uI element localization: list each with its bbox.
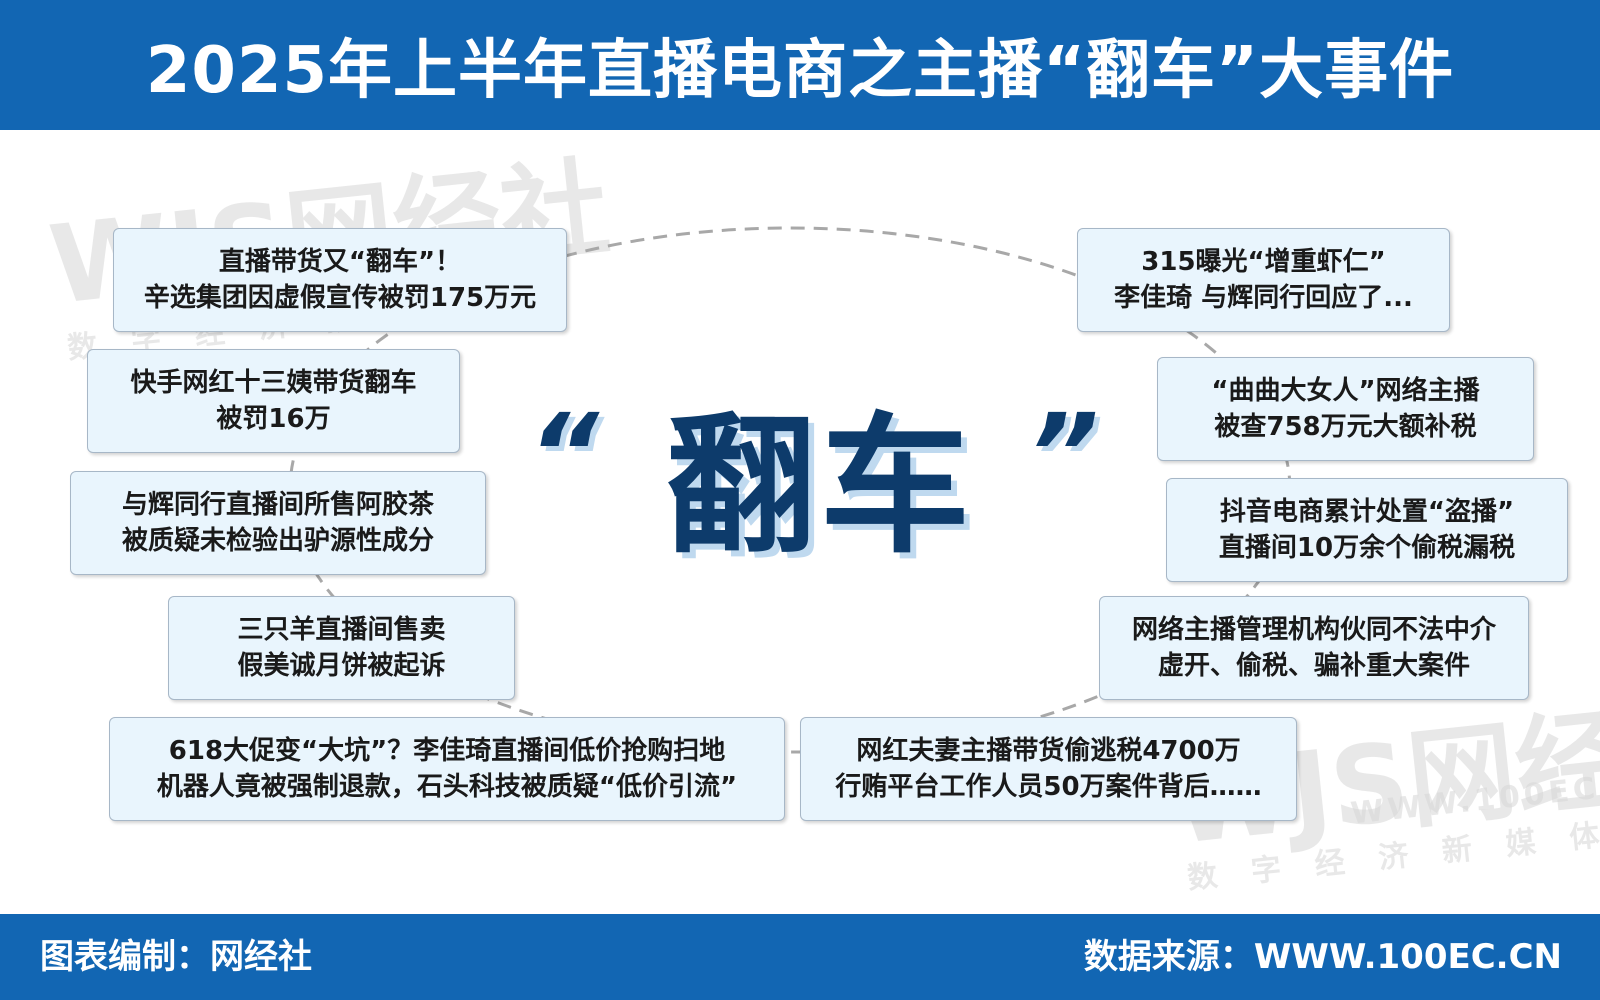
event-line: 618大促变“大坑”？李佳琦直播间低价抢购扫地 [168, 736, 726, 766]
event-line: 行贿平台工作人员50万案件背后…… [835, 772, 1262, 802]
open-quote-mark: “ [528, 390, 599, 518]
data-source: 数据来源：WWW.100EC.CN [1083, 937, 1562, 977]
event-box-couple-tax: 网红夫妻主播带货偷逃税4700万 行贿平台工作人员50万案件背后…… [800, 717, 1297, 821]
event-box-douyin-piracy: 抖音电商累计处置“盗播” 直播间10万余个偷税漏税 [1166, 478, 1568, 582]
event-box-618-roborock: 618大促变“大坑”？李佳琦直播间低价抢购扫地 机器人竟被强制退款，石头科技被质… [109, 717, 785, 821]
center-keyword: 翻车 [665, 399, 974, 574]
event-line: 被质疑未检验出驴源性成分 [121, 526, 434, 556]
event-box-mcn-tax: 网络主播管理机构伙同不法中介 虚开、偷税、骗补重大案件 [1099, 596, 1529, 700]
event-line: 直播带货又“翻车”！ [218, 247, 462, 277]
event-line: 机器人竟被强制退款，石头科技被质疑“低价引流” [156, 772, 738, 802]
watermark-url: WWW.100EC.CN [1349, 763, 1600, 832]
event-line: 被罚16万 [216, 404, 331, 434]
event-line: 315曝光“增重虾仁” [1141, 247, 1386, 277]
event-box-yuhui-ejiao: 与辉同行直播间所售阿胶茶 被质疑未检验出驴源性成分 [70, 471, 486, 575]
event-line: 与辉同行直播间所售阿胶茶 [121, 490, 434, 520]
event-box-315-shrimp: 315曝光“增重虾仁” 李佳琦 与辉同行回应了... [1077, 228, 1450, 332]
close-quote-mark: ” [1028, 390, 1099, 518]
header-bar: 2025年上半年直播电商之主播“翻车”大事件 [0, 0, 1600, 130]
page-title: 2025年上半年直播电商之主播“翻车”大事件 [145, 34, 1455, 108]
event-line: 网络主播管理机构伙同不法中介 [1131, 615, 1496, 645]
event-line: 假美诚月饼被起诉 [237, 651, 446, 681]
event-line: 辛选集团因虚假宣传被罚175万元 [143, 283, 537, 313]
footer-bar: 图表编制：网经社 数据来源：WWW.100EC.CN [0, 914, 1600, 1000]
event-line: 直播间10万余个偷税漏税 [1218, 533, 1516, 563]
chart-author: 图表编制：网经社 [40, 937, 312, 977]
event-line: 三只羊直播间售卖 [237, 615, 446, 645]
event-line: 网红夫妻主播带货偷逃税4700万 [856, 736, 1241, 766]
event-box-ququ: “曲曲大女人”网络主播 被查758万元大额补税 [1157, 357, 1534, 461]
event-line: 被查758万元大额补税 [1214, 412, 1477, 442]
event-line: 抖音电商累计处置“盗播” [1219, 497, 1515, 527]
event-box-sanzhiyang: 三只羊直播间售卖 假美诚月饼被起诉 [168, 596, 515, 700]
event-line: 李佳琦 与辉同行回应了... [1114, 283, 1413, 313]
event-line: 快手网红十三姨带货翻车 [130, 368, 417, 398]
event-box-xinxuan: 直播带货又“翻车”！ 辛选集团因虚假宣传被罚175万元 [113, 228, 567, 332]
event-line: “曲曲大女人”网络主播 [1211, 376, 1480, 406]
event-box-shisanyi: 快手网红十三姨带货翻车 被罚16万 [87, 349, 460, 453]
event-line: 虚开、偷税、骗补重大案件 [1157, 651, 1470, 681]
